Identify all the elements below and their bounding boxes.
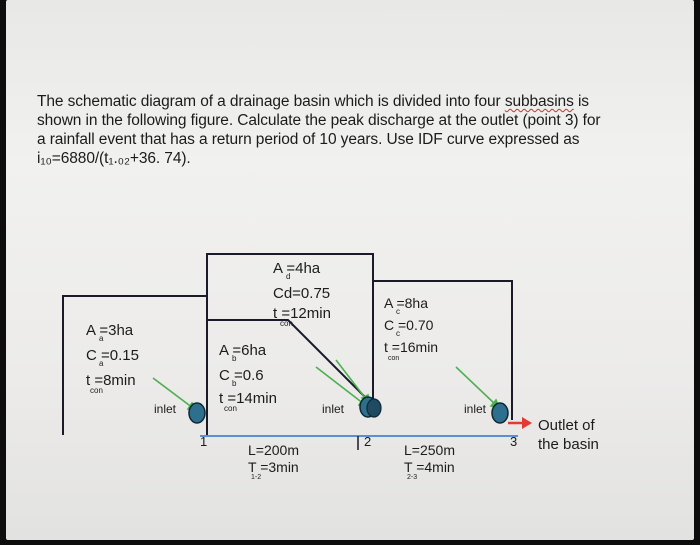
subbasin-b-area-sub: b — [232, 354, 237, 363]
subbasin-a-tcon-sub: con — [90, 386, 103, 395]
reach-23-labels: L=250m T =4min 2-3 — [404, 442, 455, 481]
subbasin-a-labels: A =3ha a C =0.15 a t =8min con — [86, 322, 139, 395]
subbasin-a-area-sub: a — [99, 334, 104, 343]
spellcheck-word: subbasins — [504, 93, 574, 110]
point-2-label: 2 — [364, 434, 371, 449]
flow-arrow-b — [335, 359, 367, 400]
subbasin-b-tcon: t =14min — [219, 390, 277, 407]
problem-line-3: a rainfall event that has a return perio… — [37, 131, 580, 148]
reach-12-labels: L=200m T =3min 1-2 — [248, 442, 299, 481]
problem-line-1-text: The schematic diagram of a drainage basi… — [37, 93, 505, 110]
subbasin-b-coef-sub: b — [232, 379, 237, 388]
problem-statement: The schematic diagram of a drainage basi… — [37, 92, 657, 168]
subbasin-d-boundary — [206, 253, 374, 435]
subbasin-d-labels: A =4ha d Cd=0.75 t =12min con — [273, 260, 331, 328]
subbasin-b-labels: A =6ha b C =0.6 b t =14min con — [219, 342, 277, 413]
reach-23-length: L=250m — [404, 442, 455, 458]
subbasin-b-tcon-sub: con — [224, 404, 237, 413]
reach-23-time-sub: 2-3 — [407, 474, 417, 481]
photo-background: The schematic diagram of a drainage basi… — [6, 0, 694, 540]
reach-12-time: T =3min — [248, 459, 299, 475]
inlet-labels: inlet inlet inlet — [154, 402, 487, 416]
subbasin-c-area: A =8ha — [384, 295, 428, 311]
inlet-label-bd: inlet — [322, 402, 345, 416]
subbasin-d-tcon-sub: con — [280, 319, 293, 328]
subbasin-a-coef-sub: a — [99, 359, 104, 368]
subbasin-c-tcon-sub: con — [388, 355, 399, 362]
outlet-label-line-1: Outlet of — [538, 417, 596, 434]
subbasin-a-boundary — [62, 295, 207, 435]
subbasin-a-area: A =3ha — [86, 322, 134, 339]
basin-outlines — [62, 253, 513, 435]
inlet-markers — [188, 396, 509, 424]
subbasin-c-labels: A =8ha c C =0.70 c t =16min con — [384, 295, 438, 362]
subbasin-b-coef: C =0.6 — [219, 367, 264, 384]
outlet-label-line-2: the basin — [538, 436, 599, 453]
problem-line-1: The schematic diagram of a drainage basi… — [37, 92, 657, 111]
reach-23-time: T =4min — [404, 459, 455, 475]
idf-equation: i₁₀=6880/(t₁.₀₂+36. 74). — [37, 150, 191, 167]
inlet-label-c: inlet — [464, 402, 487, 416]
subbasin-c-coef-sub: c — [396, 329, 400, 338]
inlet-bd-icon-2 — [366, 398, 382, 418]
subbasin-a-tcon: t =8min — [86, 372, 136, 389]
subbasin-c-boundary — [373, 280, 513, 420]
inlet-c-icon — [491, 402, 509, 424]
subbasin-a-coef: C =0.15 — [86, 347, 139, 364]
flow-arrow-a — [152, 377, 194, 409]
problem-line-2: shown in the following figure. Calculate… — [37, 112, 601, 129]
flow-arrow-c — [455, 366, 497, 406]
subbasin-c-coef: C =0.70 — [384, 317, 434, 333]
reach-12-length: L=200m — [248, 442, 299, 458]
subbasin-d-area: A =4ha — [273, 260, 321, 277]
inlet-label-a: inlet — [154, 402, 177, 416]
subbasin-b-divider — [207, 319, 374, 406]
subbasin-b-area: A =6ha — [219, 342, 267, 359]
inlet-a-icon — [188, 402, 206, 424]
flow-arrow-d — [315, 366, 365, 405]
subbasin-c-tcon: t =16min — [384, 339, 438, 355]
subbasin-c-area-sub: c — [396, 307, 400, 316]
point-labels: 1 2 3 — [200, 434, 517, 449]
point-3-label: 3 — [510, 434, 517, 449]
point-1-label: 1 — [200, 434, 207, 449]
subbasin-d-area-sub: d — [286, 272, 290, 281]
outlet-arrow — [508, 417, 532, 429]
subbasin-d-tcon: t =12min — [273, 305, 331, 322]
problem-line-1-end: is — [573, 93, 589, 110]
subbasin-d-coef: Cd=0.75 — [273, 285, 330, 302]
outlet-arrow-head — [522, 417, 532, 429]
reach-12-time-sub: 1-2 — [251, 474, 261, 481]
outlet-label: Outlet of the basin — [538, 417, 599, 453]
